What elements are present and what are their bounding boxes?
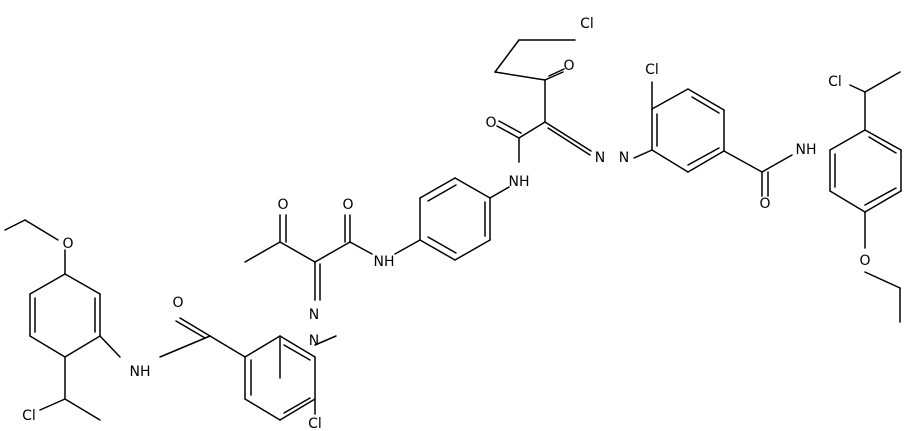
atom-n-azo-right-1: N xyxy=(595,150,605,166)
atom-nh-top: NH xyxy=(509,174,530,190)
atom-o-amide-center: O xyxy=(342,197,353,213)
atom-n-azo-left-1: N xyxy=(309,307,319,323)
atom-nh-left: NH xyxy=(130,364,151,380)
atom-n-azo-right-2: N xyxy=(619,150,629,166)
atom-o-amide-left: O xyxy=(172,295,183,311)
atom-o-ketone-top: O xyxy=(563,58,574,74)
atom-n-azo-left-2: N xyxy=(309,333,319,349)
atom-o-ether-right: O xyxy=(859,253,870,269)
atom-o-amide-right: O xyxy=(759,196,770,212)
atom-nh-center: NH xyxy=(374,254,395,270)
atom-o-ether-left: O xyxy=(62,236,73,252)
atom-o-acetyl: O xyxy=(277,197,288,213)
atom-labels: Cl O O NH Cl N N O NH Cl O O O NH N N Cl… xyxy=(22,16,870,431)
atom-cl-ethyl-right: Cl xyxy=(828,74,842,90)
bond-lines xyxy=(4,39,902,421)
atom-o-amide-top: O xyxy=(485,115,496,131)
atom-cl-ethyl-left: Cl xyxy=(22,408,36,424)
atom-nh-right: NH xyxy=(796,142,817,158)
atom-cl-ring-right: Cl xyxy=(645,62,659,78)
atom-cl-ring-left: Cl xyxy=(308,416,322,431)
atom-cl-top-chain: Cl xyxy=(580,16,594,32)
